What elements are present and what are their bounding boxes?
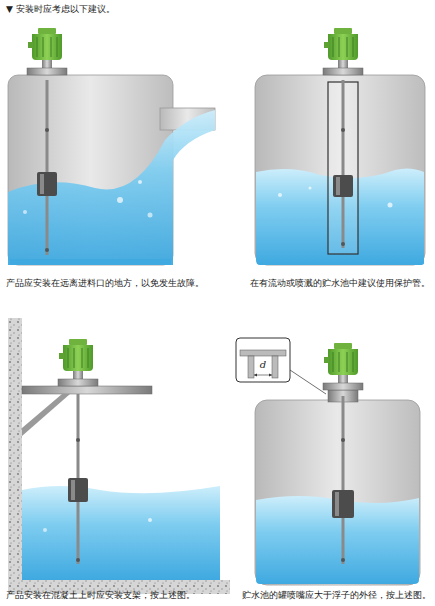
caption-text: 在有流动或喷溅的贮水池中建议使用保护管。 (250, 278, 430, 288)
dimension-label: d (259, 359, 267, 371)
caption-text: 贮水池的罐喷嘴应大于浮子的外径，按上述图。 (242, 590, 431, 600)
caption-text: 产品应安装在远离进料口的地方，以免发生故障。 (6, 278, 204, 288)
caption-text: 产品安装在混凝土上时应安装支架，按上述图。 (6, 590, 195, 600)
page-heading: ▼ 安装时应考虑以下建议。 (6, 4, 115, 15)
